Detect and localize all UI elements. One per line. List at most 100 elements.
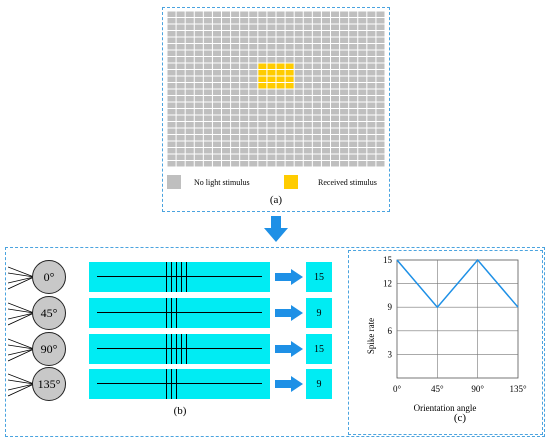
grid-cell [358, 115, 367, 121]
grid-cell [294, 135, 303, 141]
stimulated-cell [258, 70, 267, 76]
grid-cell [349, 50, 358, 56]
grid-cell [222, 109, 231, 115]
grid-cell [331, 70, 340, 76]
grid-cell [212, 57, 221, 63]
grid-cell [185, 37, 194, 43]
grid-cell [321, 96, 330, 102]
grid-cell [312, 31, 321, 37]
grid-cell [167, 44, 176, 50]
grid-cell [222, 154, 231, 160]
stimulated-cell [258, 76, 267, 82]
grid-cell [185, 31, 194, 37]
grid-cell [267, 50, 276, 56]
grid-cell [203, 24, 212, 30]
grid-cell [376, 96, 385, 102]
grid-cell [194, 96, 203, 102]
grid-cell [203, 161, 212, 167]
grid-cell [349, 115, 358, 121]
panel-a-frame [162, 7, 390, 212]
grid-cell [185, 148, 194, 154]
grid-cell [312, 89, 321, 95]
grid-cell [222, 122, 231, 128]
grid-cell [194, 63, 203, 69]
grid-cell [367, 154, 376, 160]
plot-frame [396, 259, 519, 379]
grid-cell [285, 102, 294, 108]
input-line [8, 379, 35, 385]
grid-cell [312, 109, 321, 115]
neuron-0-deg: 0° [32, 260, 66, 294]
grid-cell [349, 109, 358, 115]
spike-mark [176, 334, 177, 364]
grid-cell [340, 89, 349, 95]
grid-cell [367, 18, 376, 24]
grid-cell [303, 148, 312, 154]
grid-cell [267, 31, 276, 37]
stimulated-cell [276, 70, 285, 76]
grid-cell [312, 141, 321, 147]
input-lines [8, 338, 35, 362]
grid-cell [185, 141, 194, 147]
stimulus-grid [167, 11, 385, 167]
grid-cell [331, 122, 340, 128]
grid-cell [231, 44, 240, 50]
grid-cell [240, 44, 249, 50]
grid-cell [285, 96, 294, 102]
grid-cell [349, 122, 358, 128]
grid-cell [194, 122, 203, 128]
time-axis-line [97, 312, 262, 313]
grid-cell [331, 57, 340, 63]
grid-cell [249, 135, 258, 141]
grid-cell [222, 50, 231, 56]
grid-cell [285, 11, 294, 17]
grid-cell [249, 141, 258, 147]
grid-cell [176, 154, 185, 160]
grid-cell [294, 161, 303, 167]
grid-cell [303, 83, 312, 89]
grid-cell [340, 11, 349, 17]
grid-cell [240, 154, 249, 160]
neuron-45-deg: 45° [32, 296, 66, 330]
no-light-swatch [167, 175, 181, 189]
grid-cell [240, 18, 249, 24]
stimulated-cell [285, 76, 294, 82]
grid-cell [376, 76, 385, 82]
grid-cell [312, 24, 321, 30]
grid-cell [358, 63, 367, 69]
x-axis-label: Orientation angle [414, 403, 477, 413]
grid-cell [267, 122, 276, 128]
spike-mark [166, 369, 167, 399]
grid-cell [176, 11, 185, 17]
spike-train-band [89, 262, 270, 292]
grid-cell [340, 31, 349, 37]
grid-cell [303, 31, 312, 37]
grid-cell [258, 31, 267, 37]
grid-cell [203, 63, 212, 69]
grid-cell [222, 128, 231, 134]
grid-cell [249, 83, 258, 89]
grid-cell [376, 50, 385, 56]
input-line [8, 383, 35, 397]
grid-cell [203, 122, 212, 128]
grid-cell [303, 37, 312, 43]
grid-cell [185, 18, 194, 24]
down-arrow-icon [264, 216, 288, 242]
grid-cell [294, 122, 303, 128]
grid-cell [194, 70, 203, 76]
grid-cell [267, 11, 276, 17]
grid-cell [167, 115, 176, 121]
y-tick-label: 12 [383, 279, 392, 289]
grid-cell [358, 102, 367, 108]
grid-cell [231, 50, 240, 56]
grid-cell [294, 24, 303, 30]
grid-cell [185, 76, 194, 82]
grid-cell [294, 148, 303, 154]
grid-cell [285, 154, 294, 160]
panel-c-frame [348, 250, 543, 435]
grid-cell [176, 31, 185, 37]
grid-cell [340, 37, 349, 43]
grid-cell [312, 102, 321, 108]
grid-cell [185, 161, 194, 167]
input-line [8, 276, 35, 284]
